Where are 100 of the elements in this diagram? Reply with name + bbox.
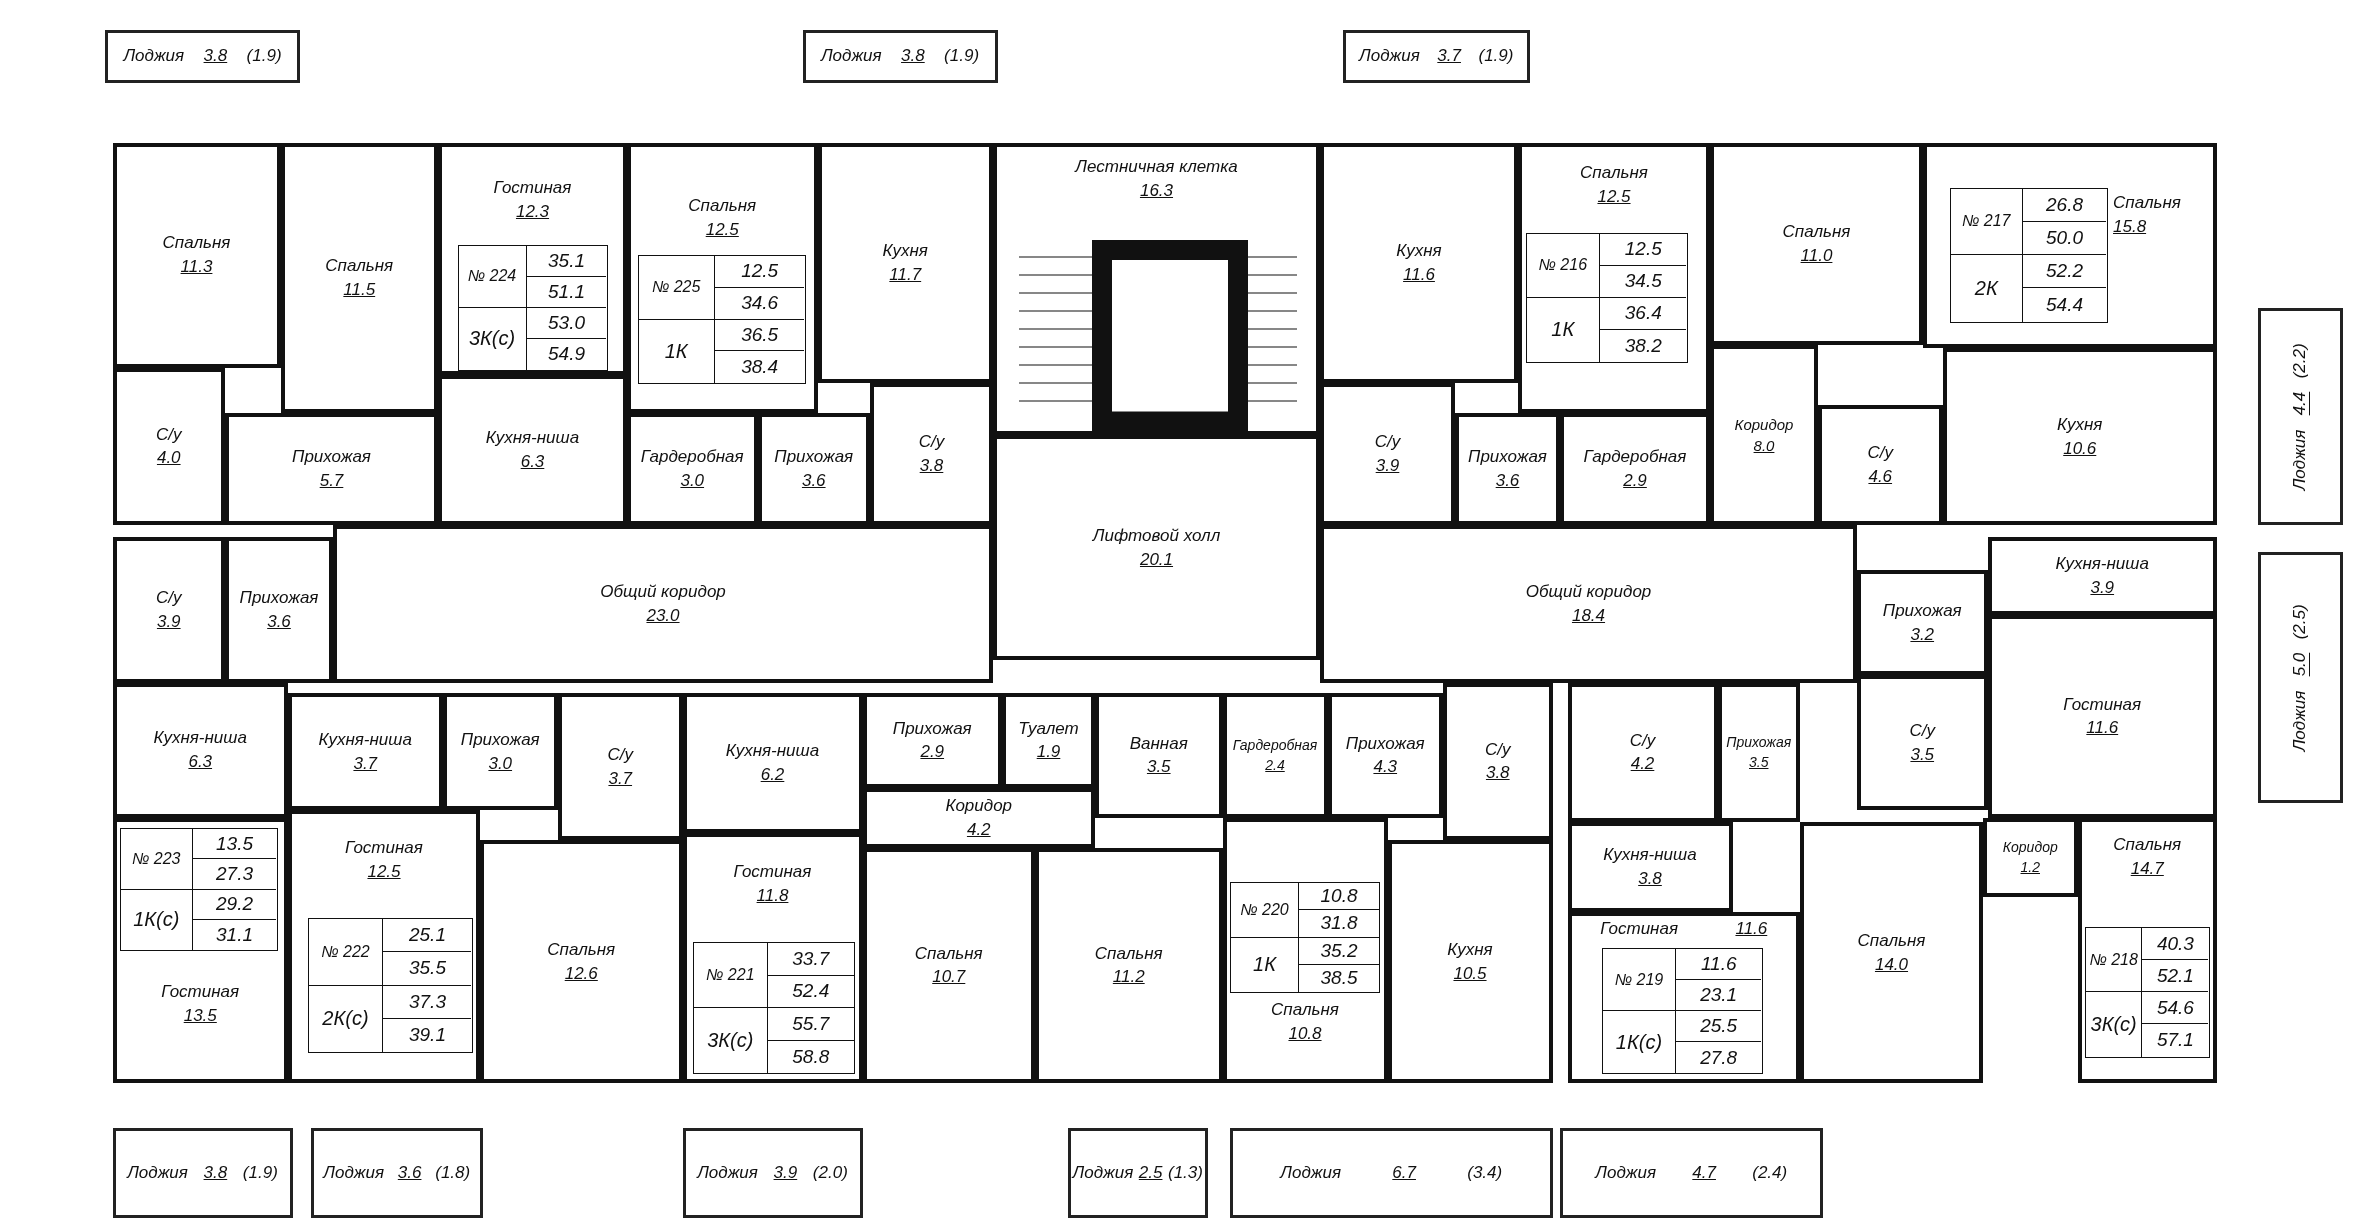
apartment-number: № 217 <box>1951 188 2023 255</box>
reduced-area: (2.4) <box>1752 1163 1788 1183</box>
room-area: 8.0 <box>1753 437 1775 455</box>
area-value: 34.5 <box>1600 265 1687 298</box>
room-name: Спальня <box>1580 163 1648 183</box>
reduced-area: (2.5) <box>2290 603 2310 639</box>
apartment-info-table <box>1230 882 1380 993</box>
room-area: 2.5 <box>1138 1163 1163 1183</box>
room-area: 6.7 <box>1392 1163 1416 1183</box>
room-area: 3.7 <box>1437 46 1461 66</box>
room-area: 11.3 <box>180 257 213 277</box>
area-value: 54.9 <box>547 342 586 366</box>
reduced-area: (1.9) <box>242 1163 278 1183</box>
room-area: 3.9 <box>773 1163 798 1183</box>
room-area: 4.2 <box>966 819 991 840</box>
loggia-name: Лоджия <box>697 1163 758 1183</box>
room-area: 10.5 <box>1453 963 1487 984</box>
room-area: 3.8 <box>919 455 944 476</box>
room-area: 12.5 <box>705 219 739 240</box>
room-area: 3.5 <box>1749 754 1769 771</box>
room-name: Коридор <box>945 795 1013 816</box>
room-name: Прихожая <box>1345 733 1425 754</box>
room-name: Прихожая <box>892 718 972 739</box>
room-name: Общий коридор <box>600 582 726 602</box>
room-area: 3.8 <box>203 46 228 66</box>
apartment-info-table <box>1525 232 1688 363</box>
room <box>862 847 1035 1083</box>
area-value: 58.8 <box>791 1044 831 1069</box>
room-name: Спальня <box>2113 835 2182 855</box>
room-name: С/у <box>156 424 182 445</box>
room-name: Лифтовой холл <box>1092 525 1221 546</box>
reduced-area: (1.9) <box>944 46 980 66</box>
area-value: 52.1 <box>2142 960 2209 993</box>
room-name: Спальня <box>162 233 231 253</box>
area-value: 40.3 <box>2142 928 2209 961</box>
area-value: 38.5 <box>1319 966 1359 991</box>
room-name: Общий коридор <box>1525 582 1652 602</box>
room-area: 11.5 <box>343 279 376 300</box>
room-area: 2.4 <box>1265 757 1285 774</box>
room-area: 6.3 <box>188 752 213 772</box>
apartment-info-table <box>693 942 855 1074</box>
area-value: 53.0 <box>526 307 607 339</box>
room-name: Кухня <box>882 240 928 261</box>
room-name: Гостиная <box>493 178 572 198</box>
room <box>682 832 863 1083</box>
room-name: Спальня <box>1271 1000 1339 1020</box>
area-value: 31.1 <box>215 922 254 947</box>
area-value: 10.8 <box>1299 883 1379 911</box>
loggia-name: Лоджия <box>123 46 185 66</box>
room-name: Коридор <box>2002 839 2058 856</box>
room-name: С/у <box>1485 739 1511 760</box>
room-name: Спальня <box>914 943 983 964</box>
room-name: Спальня <box>1857 930 1926 951</box>
room-name: Гардеробная <box>640 447 744 467</box>
room-area: 14.0 <box>1874 954 1909 975</box>
room-area: 3.6 <box>267 611 291 632</box>
room-area: 16.3 <box>1139 180 1174 201</box>
room <box>1987 537 2217 615</box>
area-value: 35.1 <box>526 245 607 277</box>
room-name: Спальня <box>1094 943 1163 964</box>
room-area: 23.0 <box>646 605 680 626</box>
room-area: 6.2 <box>760 764 785 785</box>
loggia-name: Лоджия <box>2290 690 2310 751</box>
room-area: 18.4 <box>1571 605 1606 626</box>
room-area: 13.5 <box>183 1005 217 1026</box>
room-area: 3.8 <box>1485 763 1510 783</box>
room-area: 3.8 <box>901 46 925 66</box>
room-area: 5.7 <box>319 470 344 491</box>
room-area: 3.7 <box>353 753 378 774</box>
room <box>442 693 558 810</box>
apartment-type: 3К(с) <box>458 307 527 370</box>
room-area: 10.6 <box>2063 438 2097 459</box>
loggia <box>1560 1128 1823 1218</box>
loggia-name: Лоджия <box>323 1163 385 1183</box>
room <box>1387 840 1553 1083</box>
room-name: Спальня <box>1782 222 1851 242</box>
room-area: 3.6 <box>397 1163 422 1183</box>
apartment-type: 1К <box>1526 297 1601 362</box>
room <box>1942 348 2217 525</box>
room-name: Гостиная <box>345 838 423 858</box>
apartment-info-table <box>1602 948 1763 1074</box>
loggia-name: Лоджия <box>1280 1163 1342 1183</box>
room-area: 1.9 <box>1036 742 1061 762</box>
room-area: 3.8 <box>203 1163 228 1183</box>
loggia-name: Лоджия <box>2290 429 2310 490</box>
room-name: Спальня <box>688 196 757 216</box>
loggia-name: Лоджия <box>1072 1163 1134 1183</box>
room-area: 6.3 <box>520 452 545 472</box>
apartment-info-table <box>637 255 806 384</box>
room-area: 11.2 <box>1112 967 1145 987</box>
loggia <box>1342 30 1530 83</box>
room-name: Кухня-ниша <box>725 741 820 761</box>
area-value: 12.5 <box>714 256 805 288</box>
room-name: Кухня-ниша <box>153 728 247 748</box>
area-value: 50.0 <box>2022 221 2107 255</box>
room-area: 20.1 <box>1139 549 1174 570</box>
room-area: 15.8 <box>2113 216 2147 237</box>
room-name: Спальня <box>325 255 394 276</box>
loggia <box>310 1128 483 1218</box>
room-name: Гостиная <box>2063 694 2142 715</box>
